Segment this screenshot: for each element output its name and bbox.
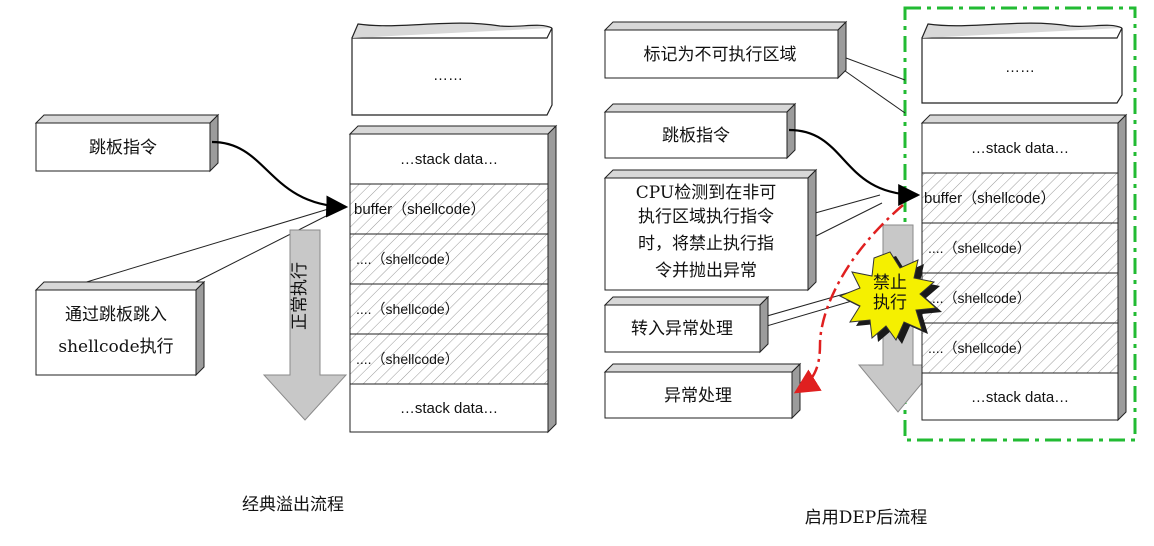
left-stack-text-2: ....（shellcode）	[356, 251, 459, 267]
left-flow-arrow: 正常执行	[262, 229, 348, 421]
nonexec-label: 标记为不可执行区域	[644, 45, 797, 65]
right-jump-arrow	[788, 128, 921, 206]
left-callout-line-2: shellcode执行	[58, 337, 173, 357]
left-stack-cell-1	[349, 183, 549, 235]
left-stack-text-3: ....（shellcode）	[356, 301, 459, 317]
left-title: 经典溢出流程	[242, 495, 344, 515]
left-stack: …stack data… buffer（shellcode） ....（shel…	[348, 124, 558, 434]
right-top-block-label: ……	[1005, 59, 1035, 76]
right-stack-cell-4	[921, 322, 1119, 374]
cpu-callout-line-3: 时，将禁止执行指	[638, 234, 774, 254]
left-stack-cell-2	[349, 233, 549, 285]
right-title: 启用DEP后流程	[805, 508, 927, 528]
left-stack-cell-5	[349, 383, 549, 433]
exception-handler-label: 异常处理	[664, 386, 732, 406]
cpu-callout-line-1: CPU检测到在非可	[636, 183, 776, 203]
exception-jump-box: 转入异常处理	[603, 289, 863, 354]
right-stack-text-1: buffer（shellcode）	[924, 190, 1055, 207]
left-flow-label: 正常执行	[290, 262, 310, 330]
right-stack-text-3: ....（shellcode）	[928, 290, 1031, 306]
left-trampoline-box: 跳板指令	[34, 113, 220, 173]
right-stack-cell-3	[921, 272, 1119, 324]
left-stack-cell-0	[349, 133, 549, 185]
blocked-burst: 禁止 执行	[838, 251, 942, 344]
left-stack-text-5: …stack data…	[400, 400, 498, 417]
left-top-block-label: ……	[433, 67, 463, 84]
cpu-callout-line-4: 令并抛出异常	[655, 261, 757, 281]
right-top-block: ……	[921, 22, 1123, 104]
exception-handler-box: 异常处理	[603, 362, 802, 420]
right-stack-cell-1	[921, 172, 1119, 224]
left-stack-text-1: buffer（shellcode）	[354, 201, 485, 218]
left-jump-arrow	[211, 140, 349, 218]
exception-jump-label: 转入异常处理	[631, 319, 733, 339]
nonexec-label-box: 标记为不可执行区域	[603, 20, 906, 114]
cpu-callout: CPU检测到在非可 执行区域执行指令 时，将禁止执行指 令并抛出异常	[603, 168, 883, 292]
right-stack: …stack data… buffer（shellcode） ....（shel…	[920, 113, 1128, 422]
left-stack-text-0: …stack data…	[400, 151, 498, 168]
left-stack-text-4: ....（shellcode）	[356, 351, 459, 367]
exception-path-arrow	[793, 204, 904, 394]
left-callout: 通过跳板跳入 shellcode执行	[34, 206, 339, 377]
left-callout-line-1: 通过跳板跳入	[65, 305, 167, 325]
left-trampoline-label: 跳板指令	[89, 138, 157, 158]
burst-line-2: 执行	[873, 293, 907, 313]
right-stack-text-4: ....（shellcode）	[928, 340, 1031, 356]
right-diagram: 标记为不可执行区域 …… 跳板指令 CPU检测到在非可 执行区域执行指令 时，将…	[603, 6, 1137, 528]
left-diagram: …… 跳板指令 通过跳板跳入 shellcode执行 正常执行	[34, 22, 558, 515]
right-stack-text-5: …stack data…	[971, 389, 1069, 406]
right-stack-text-0: …stack data…	[971, 140, 1069, 157]
cpu-callout-line-2: 执行区域执行指令	[638, 207, 774, 227]
right-stack-text-2: ....（shellcode）	[928, 240, 1031, 256]
left-top-block: ……	[351, 22, 553, 116]
right-trampoline-box: 跳板指令	[603, 102, 797, 160]
right-stack-cell-5	[921, 372, 1119, 421]
right-stack-cell-2	[921, 222, 1119, 274]
dep-nonexec-region	[903, 6, 1137, 442]
burst-line-1: 禁止	[873, 273, 907, 293]
right-trampoline-label: 跳板指令	[662, 126, 730, 146]
